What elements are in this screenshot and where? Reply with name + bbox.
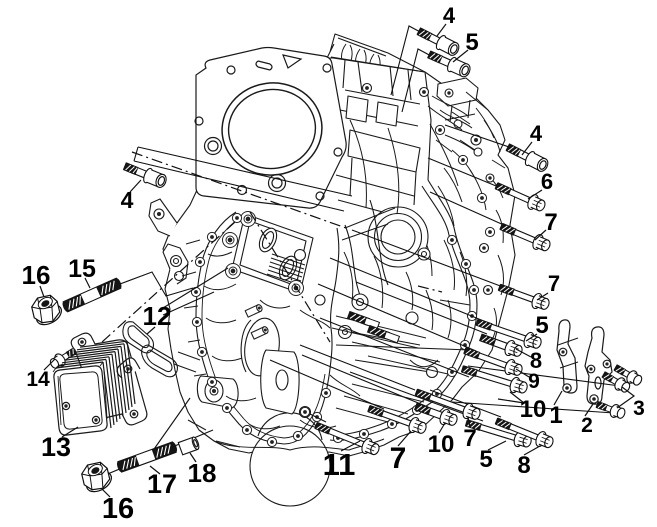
svg-text:10: 10	[520, 396, 547, 423]
svg-text:7: 7	[390, 442, 407, 475]
svg-text:3: 3	[633, 397, 645, 420]
svg-text:6: 6	[541, 169, 553, 194]
svg-text:12: 12	[143, 301, 172, 331]
svg-text:9: 9	[528, 370, 540, 393]
svg-text:4: 4	[443, 3, 456, 28]
svg-text:14: 14	[26, 368, 50, 391]
svg-text:4: 4	[121, 187, 134, 213]
svg-text:5: 5	[535, 312, 548, 339]
svg-text:7: 7	[548, 271, 560, 296]
svg-text:5: 5	[479, 446, 492, 473]
svg-text:15: 15	[68, 255, 96, 283]
svg-text:11: 11	[323, 447, 356, 482]
svg-text:4: 4	[530, 121, 543, 146]
svg-text:7: 7	[463, 425, 476, 452]
svg-text:13: 13	[41, 432, 71, 462]
svg-text:2: 2	[581, 414, 593, 437]
svg-text:1: 1	[549, 402, 562, 429]
svg-text:18: 18	[188, 458, 217, 488]
svg-text:5: 5	[465, 29, 478, 56]
svg-text:17: 17	[147, 469, 177, 499]
svg-text:8: 8	[517, 452, 530, 479]
svg-text:7: 7	[544, 209, 557, 236]
svg-text:8: 8	[530, 348, 542, 373]
svg-text:10: 10	[428, 431, 455, 458]
svg-text:16: 16	[22, 260, 51, 290]
svg-text:16: 16	[102, 493, 134, 525]
